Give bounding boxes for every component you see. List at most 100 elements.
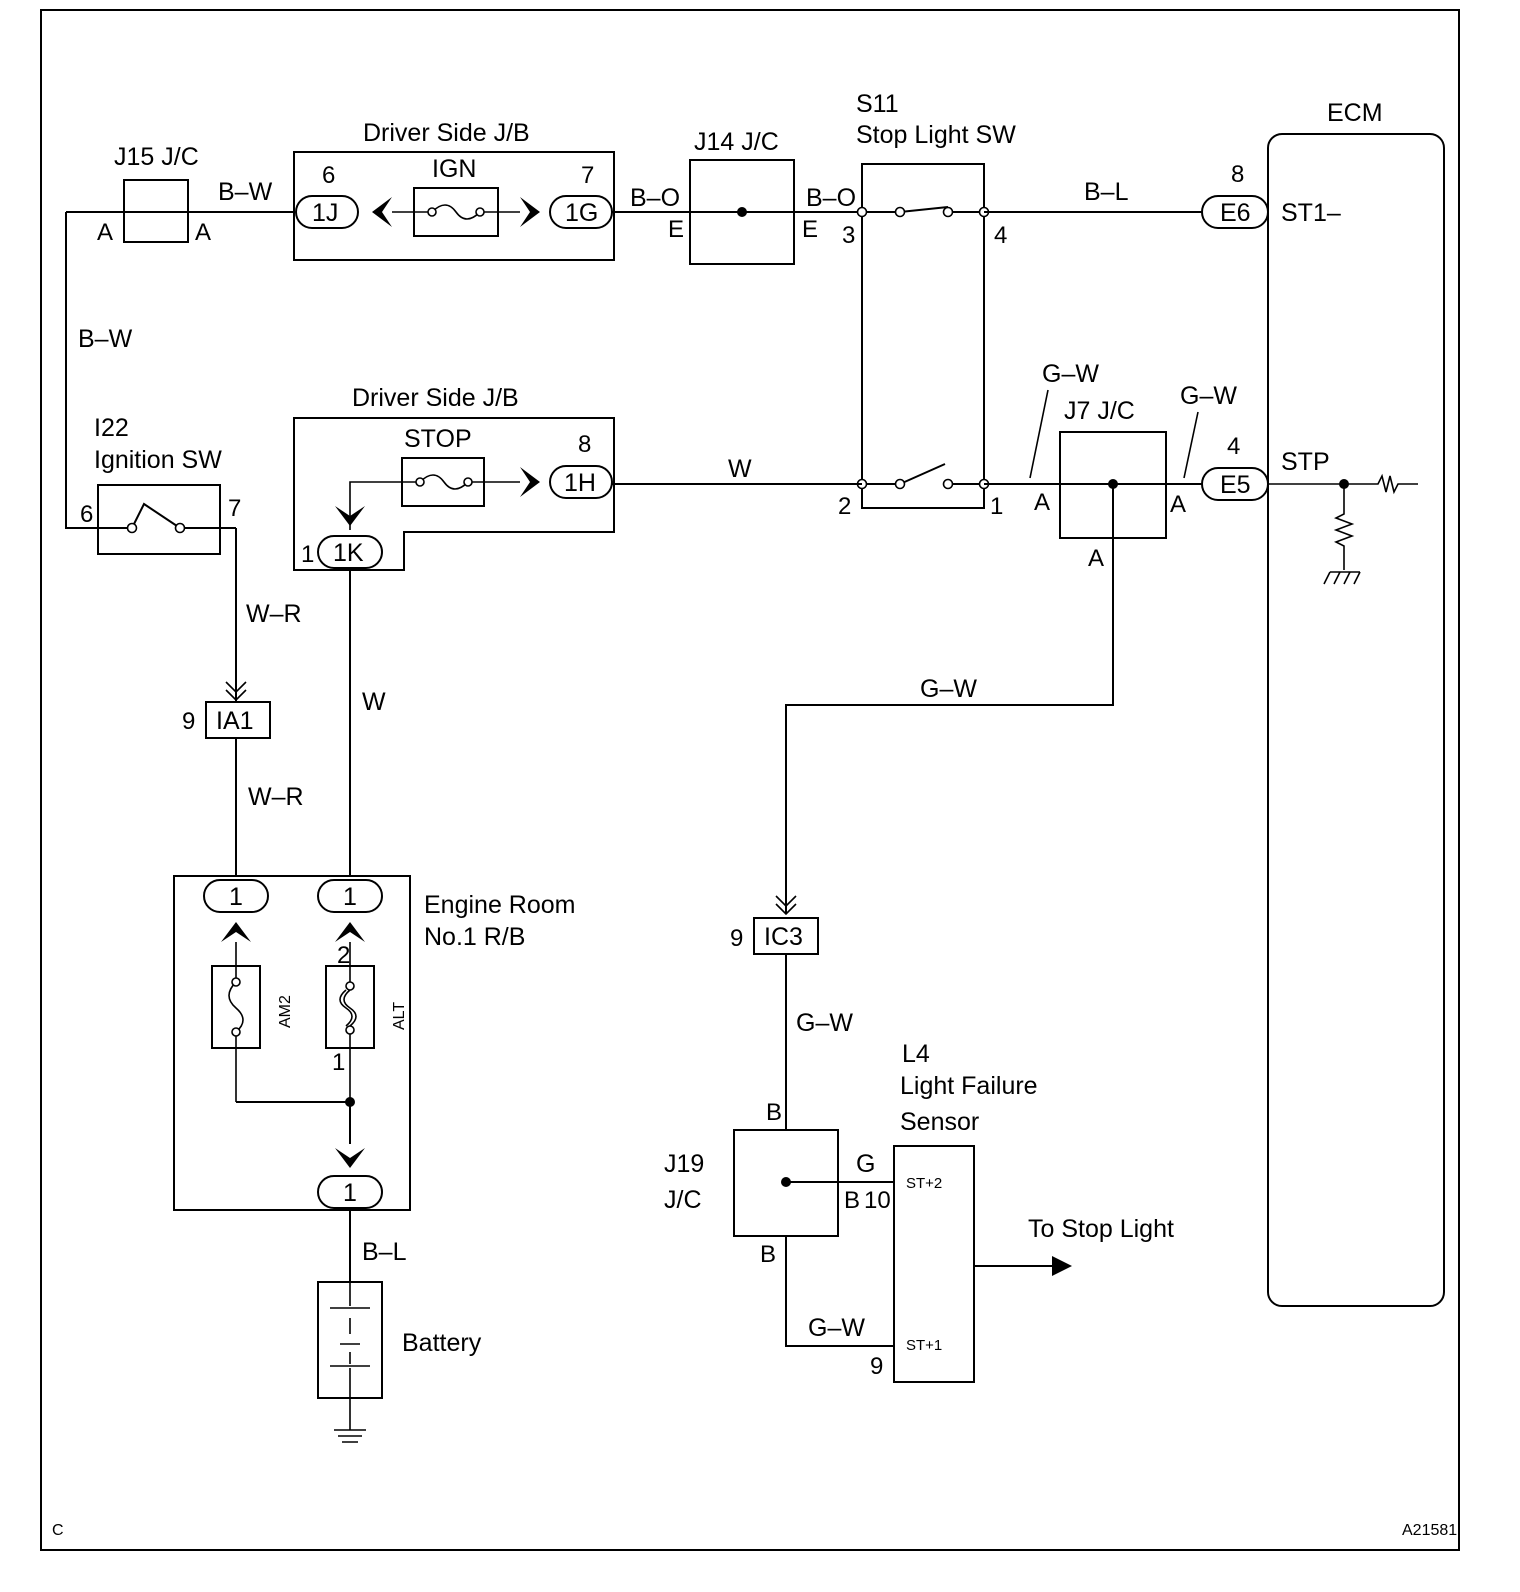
ign-fuse-term-a [427, 207, 437, 217]
leader-line-gw-right [1183, 411, 1199, 479]
s11-pin-4: 4 [994, 222, 1007, 249]
alt-fusible-link-icon [339, 989, 357, 1027]
connector-ic3-label: IC3 [764, 923, 803, 951]
engine-rb-label-2: No.1 R/B [424, 923, 525, 951]
jb-pin-7: 7 [581, 162, 594, 189]
s11-term-lower-b [942, 478, 954, 490]
l4-light-failure-sensor [893, 1145, 975, 1383]
j19-label-2: J/C [664, 1186, 702, 1214]
wire-label-bo-left: B–O [630, 184, 680, 212]
l4-pin-10: 10 [864, 1187, 891, 1214]
connector-ic3 [753, 917, 819, 955]
battery-label: Battery [402, 1329, 482, 1357]
diagram-frame [40, 9, 1460, 1551]
i22-pin-6: 6 [80, 501, 93, 528]
alt-pin-2: 2 [337, 942, 350, 969]
alt-term-b [345, 1025, 355, 1035]
ecm-pin-st1: ST1– [1281, 199, 1341, 227]
j7-pin-a-bottom: A [1088, 545, 1104, 572]
j19-label-1: J19 [664, 1150, 704, 1178]
i22-pin-7: 7 [228, 495, 241, 522]
connector-1k-label: 1K [333, 539, 364, 567]
ecm-ground-icon [1323, 571, 1361, 585]
i22-id: I22 [94, 414, 129, 442]
to-stop-light-label: To Stop Light [1028, 1215, 1174, 1243]
ia1-pin-9: 9 [182, 708, 195, 735]
wire-bw-left [65, 212, 98, 529]
s11-term-3 [856, 206, 868, 218]
ecm-module [1267, 133, 1445, 1307]
ground-icon [334, 1398, 366, 1443]
j7-pin-a-left: A [1034, 489, 1050, 516]
chevron-down-icon [335, 506, 365, 526]
jb-pin-8: 8 [578, 431, 591, 458]
ecm-pin-8: 8 [1231, 161, 1244, 188]
i22-contact [131, 502, 181, 529]
rb-connector-alt-label: 1 [343, 883, 357, 911]
chevron-up-am2-icon [221, 922, 251, 942]
connector-ia1-label: IA1 [216, 707, 254, 735]
j7-splice-dot [1108, 479, 1118, 489]
alt-pin-1: 1 [332, 1049, 345, 1076]
j14-pin-e-left: E [668, 216, 684, 243]
connector-ia1-arrow-icon [225, 681, 247, 702]
wire-label-bo-right: B–O [806, 184, 856, 212]
i22-name: Ignition SW [94, 446, 222, 474]
j19-pin-b-bottom: B [760, 1241, 776, 1268]
l4-id: L4 [902, 1040, 930, 1068]
wire-label-gw-j7-left: G–W [1042, 360, 1099, 388]
wire-gw-horiz [785, 538, 1114, 914]
j14-label: J14 J/C [694, 128, 779, 156]
stop-fuse-term-b [463, 477, 473, 487]
am2-term-b [231, 1027, 241, 1037]
engine-rb-label-1: Engine Room [424, 891, 575, 919]
rb-splice-dot [345, 1097, 355, 1107]
wire-label-wr-lower: W–R [248, 783, 304, 811]
s11-lower-contact [899, 463, 946, 485]
ign-fuse-label: IGN [432, 155, 476, 183]
am2-fuse-label: AM2 [277, 995, 294, 1028]
s11-stop-light-switch [861, 163, 985, 509]
ecm-stp-resistor-icon [1268, 473, 1418, 495]
leader-line-gw-left [1029, 389, 1049, 479]
jb-1k-pin-1: 1 [301, 541, 314, 568]
wire-label-bl-battery: B–L [362, 1238, 407, 1266]
l4-name-1: Light Failure [900, 1072, 1038, 1100]
j19-pin-b-right: B [844, 1187, 860, 1214]
rb-connector-am2 [203, 879, 269, 913]
i22-term-7 [174, 522, 186, 534]
s11-pin-3: 3 [842, 222, 855, 249]
rb-connector-alt [317, 879, 383, 913]
figure-code: A21581 [1402, 1522, 1457, 1539]
s11-term-lower-a [894, 478, 906, 490]
wire-gw-vert [785, 954, 894, 1347]
wire-label-g-j19: G [856, 1150, 875, 1178]
driver-jb-mid-label: Driver Side J/B [352, 384, 519, 412]
ecm-pin-4: 4 [1227, 433, 1240, 460]
stop-fuse-term-a [415, 477, 425, 487]
s11-name: Stop Light SW [856, 121, 1016, 149]
connector-e6 [1201, 195, 1269, 229]
wire-label-w-vert: W [362, 688, 386, 716]
alt-fuse-label: ALT [391, 1002, 408, 1030]
i22-ignition-switch [97, 484, 221, 555]
connector-1j [295, 195, 359, 229]
battery-icon [330, 1282, 370, 1398]
connector-1j-label: 1J [312, 199, 338, 227]
chevron-right-icon [520, 197, 540, 227]
chevron-right-stop-icon [520, 467, 540, 497]
wire-label-bw-left: B–W [78, 325, 133, 353]
j7-label: J7 J/C [1064, 397, 1135, 425]
j19-pin-b-top: B [766, 1099, 782, 1126]
driver-jb-top-label: Driver Side J/B [363, 119, 530, 147]
l4-pin-st2: ST+2 [906, 1175, 942, 1192]
l4-pin-st1: ST+1 [906, 1337, 942, 1354]
connector-1h-label: 1H [564, 469, 596, 497]
ic3-pin-9: 9 [730, 925, 743, 952]
connector-ic3-arrow-icon [775, 895, 797, 916]
ign-fuse-icon [392, 204, 520, 220]
i22-term-6 [126, 522, 138, 534]
wire-label-w-mid: W [728, 455, 752, 483]
rb-connector-am2-label: 1 [229, 883, 243, 911]
